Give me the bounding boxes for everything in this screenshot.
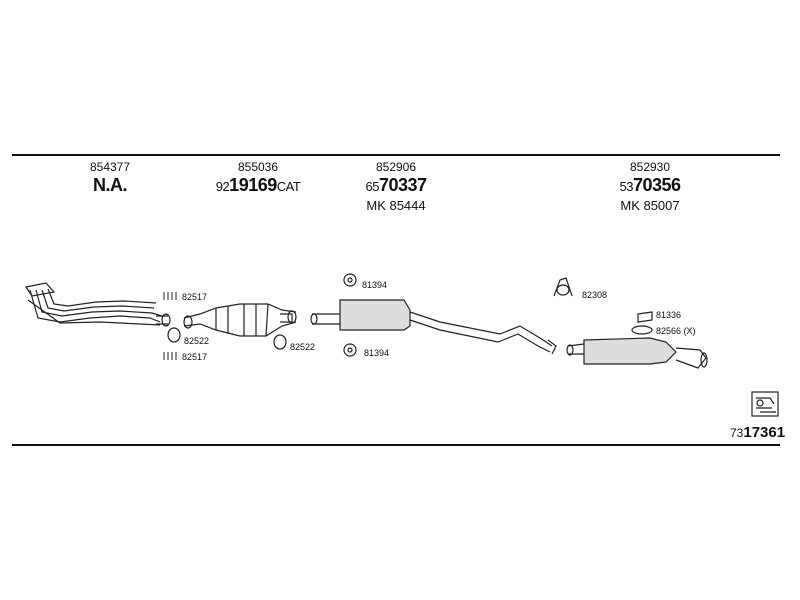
label-82517-bottom: 82517: [182, 352, 208, 362]
main-code-value: 70356: [632, 175, 681, 195]
top-divider: [12, 154, 780, 156]
column-rear-silencer: 852930 5370356 MK 85007: [619, 160, 681, 214]
label-82522-right: 82522: [290, 342, 316, 352]
bottom-divider: [12, 444, 780, 446]
exhaust-manifold-drawing: [25, 282, 171, 327]
label-82517-top: 82517: [182, 292, 208, 302]
main-code: 5370356: [619, 174, 681, 198]
main-code-prefix: 92: [215, 179, 230, 194]
label-82522-left: 82522: [184, 336, 210, 346]
label-81394-top: 81394: [362, 280, 388, 290]
reference-value: 17361: [743, 424, 786, 441]
label-81394-bottom: 81394: [364, 348, 390, 358]
column-catalytic-converter: 855036 9219169CAT: [216, 160, 301, 198]
reference-symbol-icon: [751, 391, 779, 417]
part-number: 852906: [375, 160, 417, 174]
part-number: 855036: [237, 160, 279, 174]
part-number: 854377: [89, 160, 131, 174]
bolts-82517-bottom: [163, 352, 177, 360]
label-82308: 82308: [582, 290, 608, 300]
label-81336: 81336: [656, 310, 682, 320]
main-code: 6570337: [365, 174, 427, 198]
clamp-82308: [553, 277, 573, 297]
bolts-82517-top: [163, 292, 177, 300]
main-code-value: 70337: [378, 175, 427, 195]
main-code-value: 19169: [229, 175, 277, 195]
label-82566: 82566 (X): [656, 326, 696, 336]
main-code-value: N.A.: [92, 175, 128, 195]
diagram-reference-number: 7317361: [730, 424, 785, 441]
main-code-prefix: 65: [365, 179, 379, 194]
mounting-kit: MK 85007: [620, 198, 680, 213]
column-exhaust-manifold: 854377 N.A.: [90, 160, 130, 196]
main-code-suffix: CAT: [276, 179, 301, 194]
reference-prefix: 73: [730, 426, 744, 440]
part-number: 852930: [629, 160, 671, 174]
catalytic-converter-drawing: [183, 303, 297, 337]
column-middle-silencer: 852906 6570337 MK 85444: [365, 160, 427, 214]
main-code: N.A.: [90, 174, 130, 196]
middle-silencer-drawing: [310, 299, 557, 355]
gasket-82522-left: [167, 327, 181, 343]
hanger-81394-top: [343, 273, 357, 287]
mounting-kit: MK 85444: [366, 198, 426, 213]
main-code: 9219169CAT: [216, 174, 301, 198]
main-code-prefix: 53: [619, 179, 633, 194]
hanger-82566: [631, 325, 653, 335]
hanger-81394-bottom: [343, 343, 357, 357]
rear-silencer-drawing: [566, 337, 708, 369]
bracket-81336: [637, 311, 653, 323]
gasket-82522-right: [273, 334, 287, 350]
